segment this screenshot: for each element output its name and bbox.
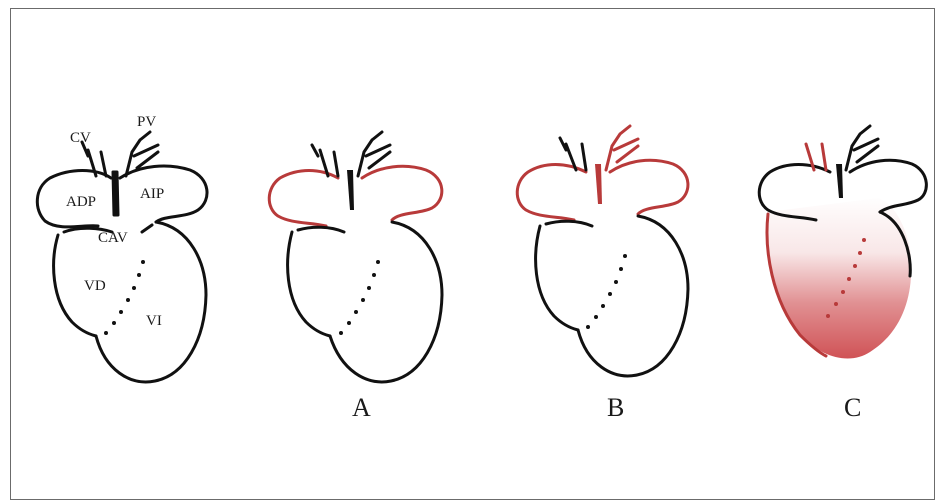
heart-c: [759, 126, 926, 375]
heart-a: [269, 132, 442, 382]
heart-a-av-groove: [298, 227, 344, 232]
heart-b-right-atrium: [517, 165, 586, 221]
heart-b-av-groove: [546, 221, 592, 226]
heart-a-right-ventricle: [288, 232, 330, 336]
label-cv: CV: [70, 130, 91, 146]
ventricular-septum-dots: [104, 260, 145, 335]
heart-a-left-atrium: [362, 166, 442, 220]
panel-label-a: A: [352, 393, 371, 422]
heart-a-septum-dots: [339, 260, 380, 335]
heart-c-ventricle-fill: [760, 195, 920, 375]
label-vd: VD: [84, 278, 106, 294]
atrial-septum: [113, 172, 118, 215]
label-vi: VI: [146, 313, 162, 329]
label-adp: ADP: [66, 194, 96, 210]
heart-b-septum-dots: [586, 254, 627, 329]
label-aip: AIP: [140, 186, 164, 202]
heart-a-left-ventricle: [330, 222, 442, 382]
label-pv: PV: [137, 114, 156, 130]
heart-a-septum: [347, 170, 354, 210]
heart-b-left-atrium: [610, 160, 688, 214]
heart-b-left-ventricle: [578, 216, 688, 376]
label-cav: CAV: [98, 230, 128, 246]
heart-b: [517, 126, 688, 376]
heart-b-right-ventricle: [536, 226, 578, 330]
heart-labelled: [37, 132, 207, 382]
panel-label-b: B: [607, 393, 624, 422]
panel-label-c: C: [844, 393, 861, 422]
heart-c-septum: [836, 164, 843, 198]
heart-b-septum: [595, 164, 602, 204]
heart-a-right-atrium: [269, 171, 338, 227]
